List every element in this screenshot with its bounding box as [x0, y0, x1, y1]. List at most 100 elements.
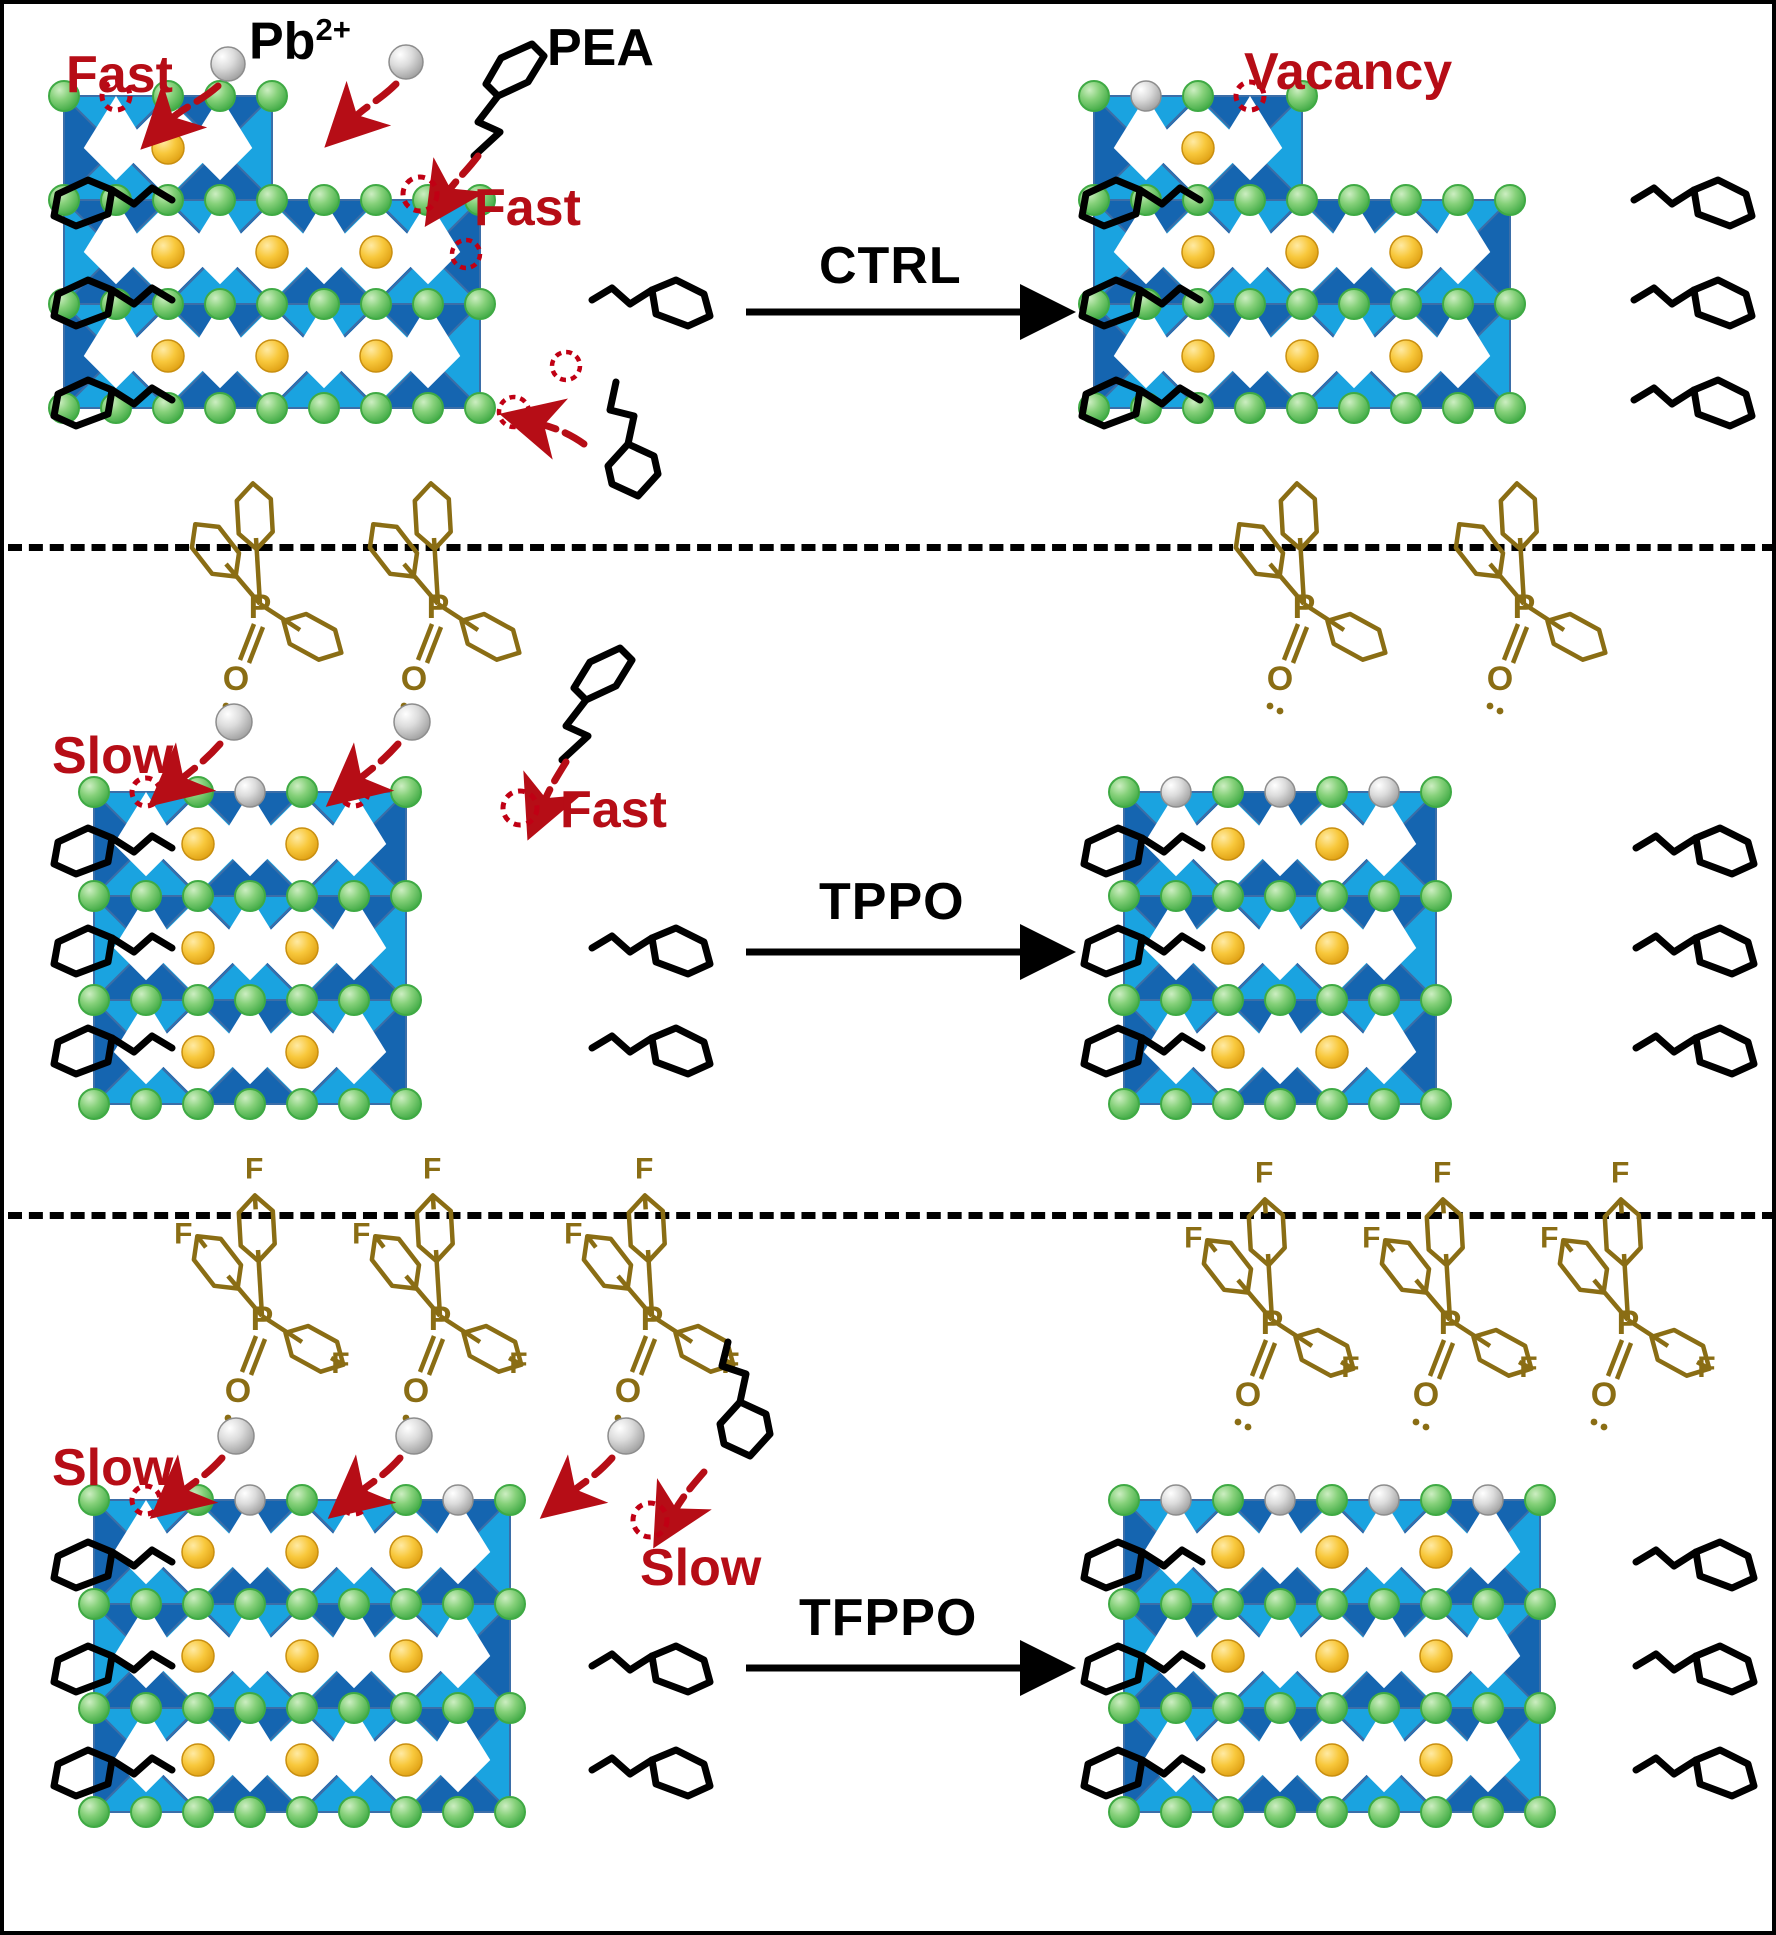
a-site-cation	[285, 1743, 319, 1777]
phosphorus-label: P	[641, 1300, 664, 1338]
fluorine-label: F	[721, 1347, 739, 1380]
halide-sphere	[204, 392, 236, 424]
a-site-cation	[181, 1639, 215, 1673]
a-site-cation	[1419, 1535, 1453, 1569]
lone-pair-dot	[1276, 707, 1284, 715]
p-aryl-bond	[1626, 1318, 1670, 1348]
lone-pair-dot	[1412, 1418, 1420, 1426]
aryl-ring	[369, 1233, 422, 1291]
halide-sphere	[256, 392, 288, 424]
oxygen-label: O	[1235, 1376, 1261, 1414]
halide-sphere	[360, 184, 392, 216]
phosphorus-label: P	[251, 1300, 274, 1338]
lone-pair-dot	[232, 707, 240, 715]
halide-sphere	[1160, 1088, 1192, 1120]
phosphorus-label: P	[1513, 588, 1536, 626]
lone-pair-dot	[222, 702, 230, 710]
phosphorus-label: P	[1617, 1304, 1640, 1342]
halide-sphere	[1316, 1796, 1348, 1828]
fluorine-bond	[1383, 1238, 1396, 1253]
fluorine-label: F	[1540, 1222, 1558, 1255]
p-aryl-bond	[1488, 562, 1526, 606]
halide-sphere	[1108, 1588, 1140, 1620]
p-aryl-bond	[1592, 1278, 1630, 1322]
ctrl-fast-label-1: Fast	[66, 46, 173, 104]
halide-sphere	[204, 80, 236, 112]
halide-sphere	[1316, 1484, 1348, 1516]
phosphorus-label: P	[1261, 1304, 1284, 1342]
halide-sphere	[1108, 984, 1140, 1016]
halide-sphere	[494, 1484, 526, 1516]
halide-sphere	[234, 1796, 266, 1828]
a-site-cation	[1181, 339, 1215, 373]
phosphorus-label: P	[1439, 1304, 1462, 1342]
a-site-cation	[389, 1535, 423, 1569]
halide-sphere	[130, 1692, 162, 1724]
a-site-cation	[181, 827, 215, 861]
halide-sphere	[286, 1484, 318, 1516]
halide-sphere	[338, 1588, 370, 1620]
panel-divider-1	[8, 544, 1772, 551]
lead-sphere	[217, 1417, 255, 1455]
lone-pair-dot	[1486, 702, 1494, 710]
lone-pair-dot	[1266, 702, 1274, 710]
lead-sphere	[1264, 1484, 1296, 1516]
aryl-ring	[191, 1233, 244, 1291]
a-site-cation	[1419, 1639, 1453, 1673]
a-site-cation	[255, 339, 289, 373]
a-site-cation	[1211, 931, 1245, 965]
lead-sphere	[1368, 1484, 1400, 1516]
p-o-bond	[638, 1338, 658, 1376]
halide-sphere	[1338, 392, 1370, 424]
halide-sphere	[494, 1692, 526, 1724]
lead-sphere	[442, 1484, 474, 1516]
halide-sphere	[1212, 1692, 1244, 1724]
aryl-ring	[281, 611, 344, 662]
p-o-bond	[1281, 623, 1301, 661]
p-aryl-bond	[1414, 1278, 1452, 1322]
p-o-bond	[1605, 1339, 1625, 1377]
halide-sphere	[1420, 880, 1452, 912]
halide-sphere	[48, 392, 80, 424]
halide-sphere	[100, 184, 132, 216]
a-site-cation	[1285, 339, 1319, 373]
halide-sphere	[1472, 1796, 1504, 1828]
halide-sphere	[78, 1588, 110, 1620]
halide-sphere	[286, 1588, 318, 1620]
fluorine-label: F	[352, 1218, 370, 1251]
vacancy-label: Vacancy	[1244, 43, 1453, 101]
aryl-ring	[1379, 1237, 1432, 1295]
p-aryl-bond	[645, 1249, 655, 1317]
pea-label: PEA	[547, 19, 654, 77]
p-o-bond	[1258, 1342, 1278, 1380]
a-site-cation	[1211, 1743, 1245, 1777]
aryl-ring	[1649, 1327, 1712, 1378]
lone-pair-dot	[412, 1419, 420, 1427]
lone-pair-dot	[224, 1414, 232, 1422]
lead-sphere	[234, 1484, 266, 1516]
halide-sphere	[1316, 880, 1348, 912]
a-site-cation	[1389, 339, 1423, 373]
slow-arrow	[147, 740, 224, 807]
halide-sphere	[412, 288, 444, 320]
lead-sphere	[210, 46, 246, 82]
halide-sphere	[182, 1588, 214, 1620]
halide-sphere	[1472, 1588, 1504, 1620]
a-site-cation	[389, 1743, 423, 1777]
a-site-cation	[389, 1639, 423, 1673]
halide-sphere	[308, 392, 340, 424]
halide-sphere	[1212, 776, 1244, 808]
lead-sphere	[1472, 1484, 1504, 1516]
fluorine-bond	[1205, 1238, 1218, 1253]
halide-sphere	[234, 1588, 266, 1620]
p-o-bond	[424, 626, 444, 664]
fluorine-label: F	[174, 1218, 192, 1251]
halide-sphere	[1108, 1692, 1140, 1724]
halide-sphere	[1338, 288, 1370, 320]
halide-sphere	[390, 776, 422, 808]
p-aryl-bond	[1522, 602, 1566, 632]
halide-sphere	[152, 288, 184, 320]
halide-sphere	[360, 392, 392, 424]
halide-sphere	[204, 184, 236, 216]
p-aryl-bond	[224, 562, 262, 606]
